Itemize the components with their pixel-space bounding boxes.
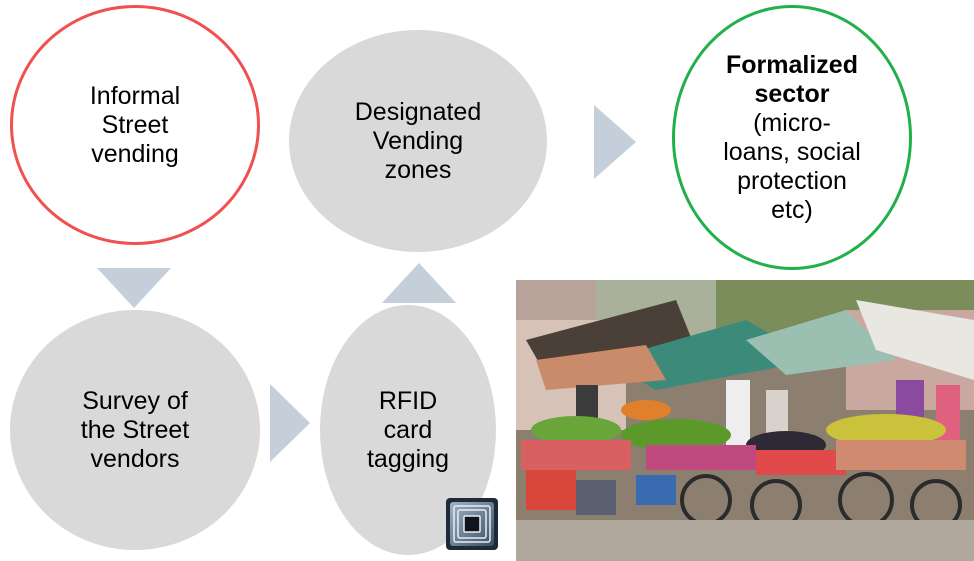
node-text-line: (micro-: [753, 108, 831, 137]
node-text-line: zones: [384, 155, 452, 184]
node-text-line: the Street: [80, 415, 190, 444]
node-text-line: Street: [101, 110, 169, 139]
arrow-down-to-survey: [97, 268, 171, 308]
arrow-up-to-designated: [382, 263, 456, 303]
node-survey-street-vendors: Survey of the Street vendors: [10, 310, 260, 550]
arrow-right-to-formalized: [594, 105, 636, 179]
node-rfid-card-tagging: RFID card tagging: [320, 305, 496, 555]
node-text-line: RFID: [378, 386, 438, 415]
node-text-line: etc): [771, 195, 813, 224]
node-text-line: protection: [737, 166, 847, 195]
node-text-line: sector: [754, 79, 830, 108]
node-informal-street-vending: Informal Street vending: [10, 5, 260, 245]
street-market-photo: [516, 280, 974, 561]
node-text-line: Survey of: [82, 386, 188, 415]
arrow-right-to-rfid: [270, 384, 310, 462]
node-formalized-sector: Formalized sector (micro- loans, social …: [672, 5, 912, 270]
node-text-line: card: [383, 415, 433, 444]
node-text-line: vendors: [90, 444, 180, 473]
node-text-line: Vending: [372, 126, 464, 155]
node-text-line: Informal: [89, 81, 181, 110]
node-text-line: Designated: [354, 97, 482, 126]
node-text-line: vending: [91, 139, 179, 168]
node-designated-vending-zones: Designated Vending zones: [289, 30, 547, 252]
rfid-chip-icon: [446, 498, 498, 550]
node-text-line: loans, social: [723, 137, 861, 166]
node-text-line: tagging: [366, 444, 450, 473]
node-text-line: Formalized: [726, 50, 858, 79]
